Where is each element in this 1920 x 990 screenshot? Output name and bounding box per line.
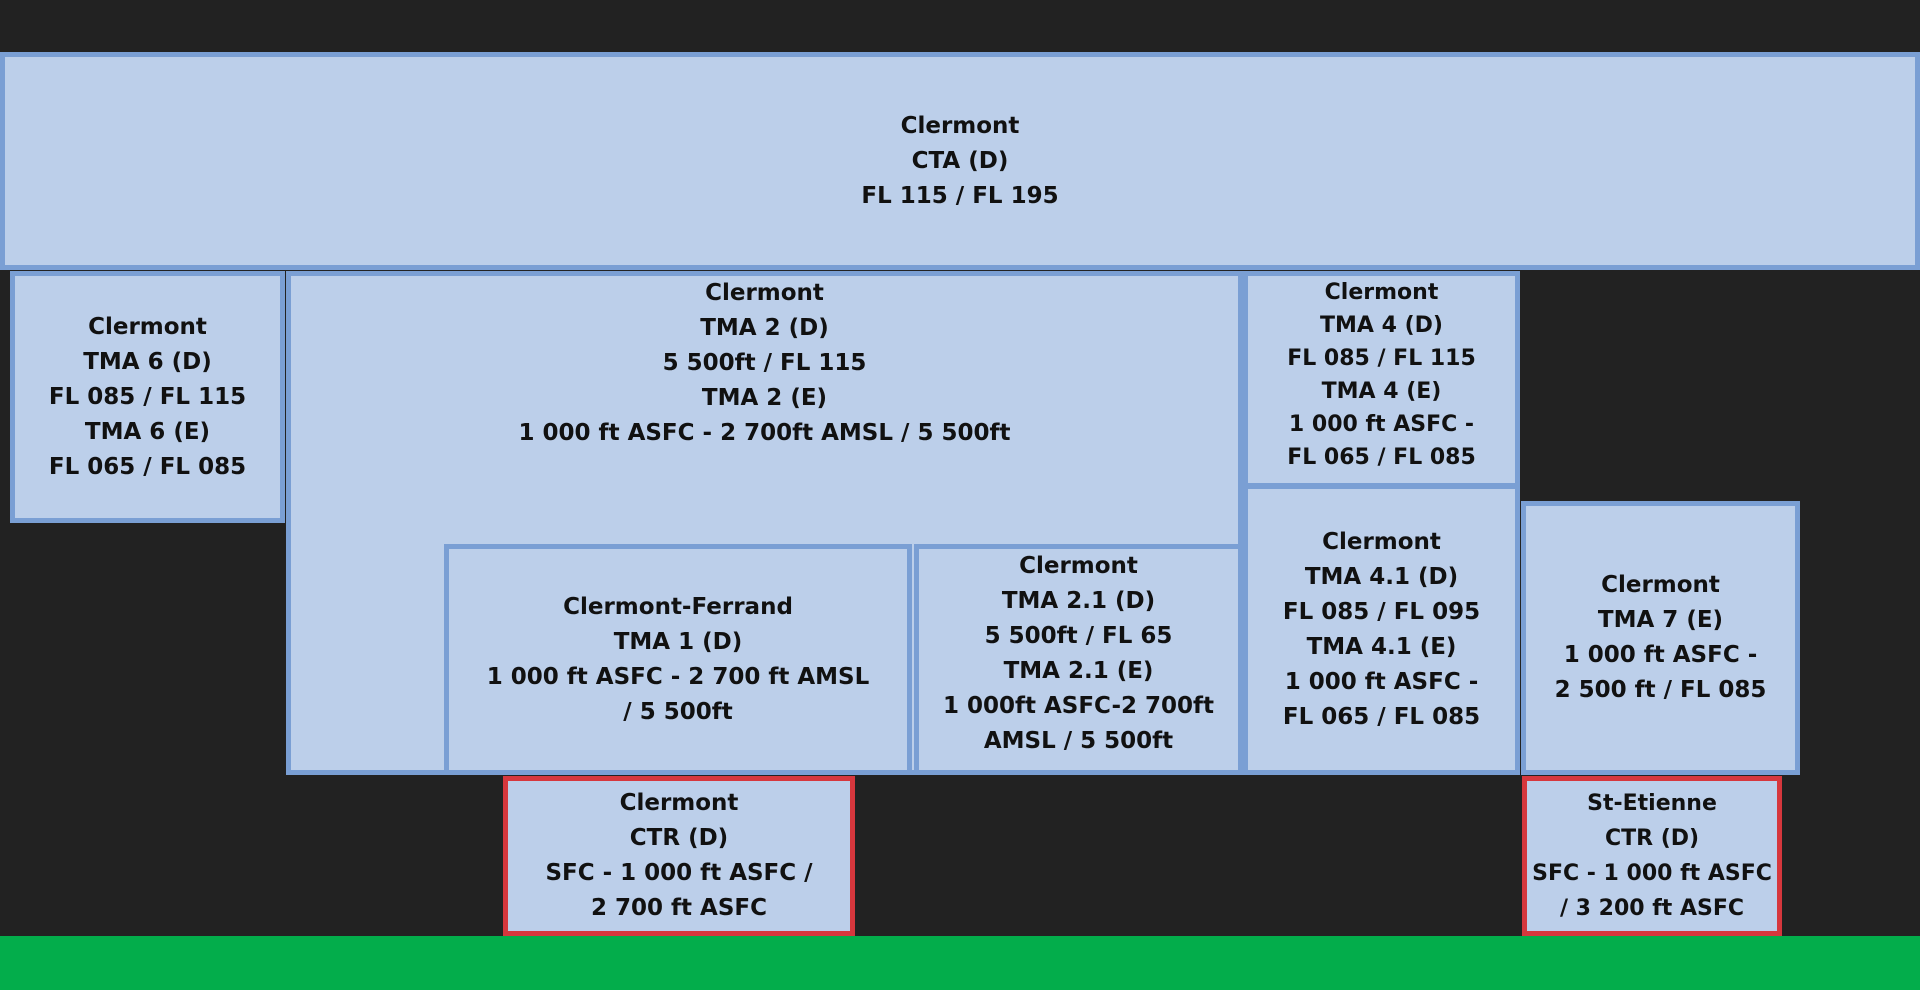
zone-ctr-clermont-line-2: CTR (D) <box>629 825 729 851</box>
zone-ctr-clermont: Clermont CTR (D) SFC - 1 000 ft ASFC / 2… <box>503 776 855 936</box>
zone-tma1-line-4: / 5 500ft <box>623 698 733 725</box>
zone-ctr-clermont-line-3: SFC - 1 000 ft ASFC / <box>545 860 813 886</box>
zone-tma7-line-4: 2 500 ft / FL 085 <box>1554 677 1767 703</box>
zone-tma7-line-1: Clermont <box>1601 572 1720 598</box>
zone-ctr-stetienne: St-Etienne CTR (D) SFC - 1 000 ft ASFC /… <box>1522 776 1782 936</box>
zone-tma21-line-4: TMA 2.1 (E) <box>1003 658 1154 684</box>
zone-tma7: Clermont TMA 7 (E) 1 000 ft ASFC - 2 500… <box>1521 501 1800 775</box>
zone-tma4-line-5: 1 000 ft ASFC - <box>1288 412 1475 437</box>
zone-ctr-stetienne-line-3: SFC - 1 000 ft ASFC <box>1532 861 1772 886</box>
zone-tma7-line-2: TMA 7 (E) <box>1597 607 1724 633</box>
zone-tma41-line-2: TMA 4.1 (D) <box>1304 563 1459 590</box>
zone-ctr-stetienne-line-4: / 3 200 ft ASFC <box>1559 896 1745 921</box>
zone-tma21: Clermont TMA 2.1 (D) 5 500ft / FL 65 TMA… <box>914 544 1243 775</box>
zone-tma4-line-6: FL 065 / FL 085 <box>1287 445 1476 470</box>
zone-tma2-line-4: TMA 2 (E) <box>701 385 828 411</box>
zone-tma1-line-2: TMA 1 (D) <box>613 628 743 655</box>
zone-tma6-line-2: TMA 6 (D) <box>83 348 212 375</box>
zone-tma1-line-3: 1 000 ft ASFC - 2 700 ft AMSL <box>486 663 870 690</box>
zone-ctr-stetienne-line-2: CTR (D) <box>1604 826 1700 851</box>
zone-cta-line-1: Clermont <box>900 112 1020 139</box>
zone-tma2-line-5: 1 000 ft ASFC - 2 700ft AMSL / 5 500ft <box>518 420 1011 446</box>
zone-tma4-line-1: Clermont <box>1324 280 1439 305</box>
zone-tma41-line-5: 1 000 ft ASFC - <box>1284 668 1479 695</box>
zone-tma41-line-3: FL 085 / FL 095 <box>1282 598 1481 625</box>
zone-tma7-line-3: 1 000 ft ASFC - <box>1563 642 1758 668</box>
zone-tma1: Clermont-Ferrand TMA 1 (D) 1 000 ft ASFC… <box>444 544 912 775</box>
zone-tma4-line-4: TMA 4 (E) <box>1321 379 1442 404</box>
zone-tma4: Clermont TMA 4 (D) FL 085 / FL 115 TMA 4… <box>1243 271 1520 488</box>
zone-tma21-line-2: TMA 2.1 (D) <box>1001 588 1156 614</box>
zone-tma6-line-5: FL 065 / FL 085 <box>48 453 247 480</box>
zone-tma4-line-2: TMA 4 (D) <box>1320 313 1443 338</box>
zone-tma41-line-6: FL 065 / FL 085 <box>1282 703 1481 730</box>
ground-band <box>0 936 1920 990</box>
zone-tma2-line-2: TMA 2 (D) <box>700 315 829 341</box>
zone-tma2-line-1: Clermont <box>705 280 824 306</box>
zone-ctr-stetienne-line-1: St-Etienne <box>1587 791 1717 816</box>
zone-tma41: Clermont TMA 4.1 (D) FL 085 / FL 095 TMA… <box>1243 484 1520 775</box>
zone-tma1-line-1: Clermont-Ferrand <box>563 593 793 620</box>
zone-cta-line-2: CTA (D) <box>911 147 1009 174</box>
zone-tma6-line-3: FL 085 / FL 115 <box>48 383 247 410</box>
zone-tma4-line-3: FL 085 / FL 115 <box>1287 346 1476 371</box>
zone-tma21-line-6: AMSL / 5 500ft <box>983 728 1174 754</box>
zone-tma41-line-4: TMA 4.1 (E) <box>1306 633 1457 660</box>
zone-tma2-line-3: 5 500ft / FL 115 <box>662 350 867 376</box>
zone-tma6-line-4: TMA 6 (E) <box>84 418 211 445</box>
zone-tma41-line-1: Clermont <box>1322 528 1441 555</box>
zone-cta: Clermont CTA (D) FL 115 / FL 195 <box>0 52 1920 270</box>
zone-tma21-line-1: Clermont <box>1019 553 1138 579</box>
zone-tma6: Clermont TMA 6 (D) FL 085 / FL 115 TMA 6… <box>10 271 285 523</box>
zone-ctr-clermont-line-1: Clermont <box>619 790 739 816</box>
zone-ctr-clermont-line-4: 2 700 ft ASFC <box>591 895 767 921</box>
zone-tma6-line-1: Clermont <box>88 313 207 340</box>
zone-tma21-line-5: 1 000ft ASFC-2 700ft <box>942 693 1215 719</box>
zone-tma21-line-3: 5 500ft / FL 65 <box>984 623 1173 649</box>
zone-cta-line-3: FL 115 / FL 195 <box>861 182 1059 209</box>
